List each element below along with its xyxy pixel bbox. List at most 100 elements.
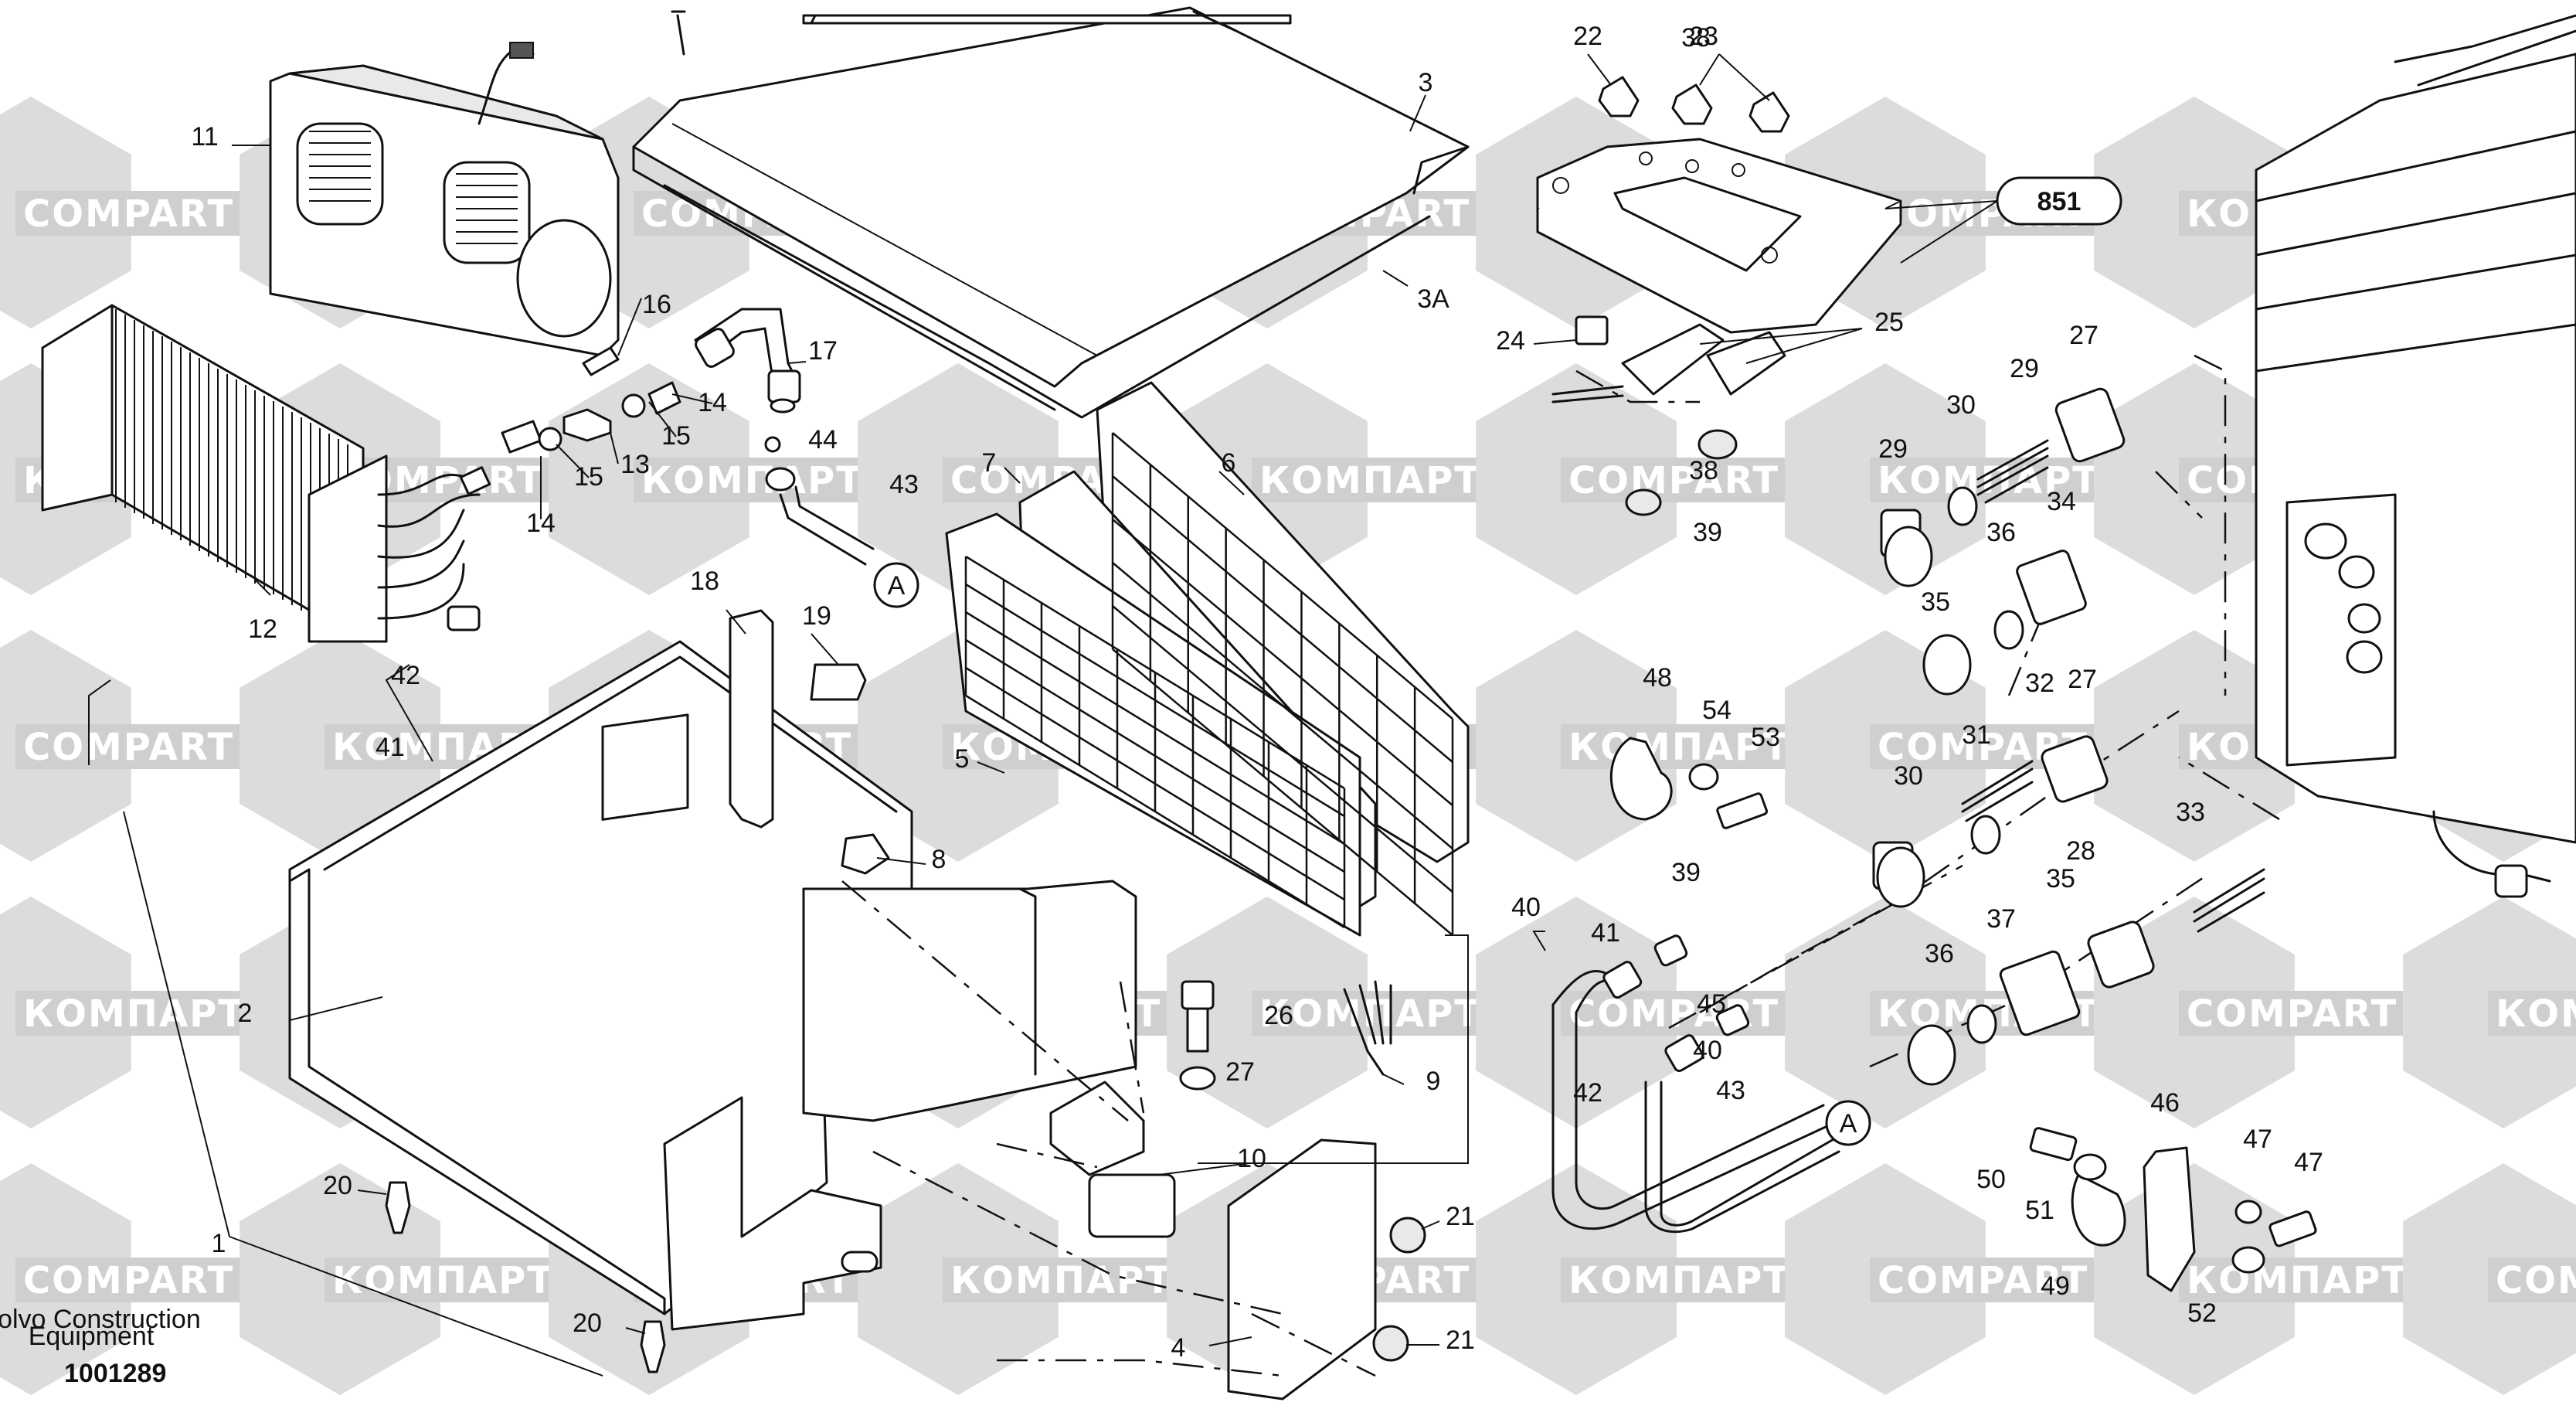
callout-number[interactable]: 27 (2068, 665, 2097, 694)
callout-number[interactable]: 29 (1878, 434, 1908, 464)
blower-unit (269, 42, 620, 357)
callout-number[interactable]: 41 (376, 733, 405, 762)
callout-number[interactable]: 3A (1417, 284, 1449, 314)
callout-number[interactable]: 50 (1976, 1165, 2006, 1194)
callout-number[interactable]: 4 (1171, 1333, 1186, 1363)
callout-number[interactable]: 40 (1693, 1036, 1722, 1065)
callout-number[interactable]: 40 (1511, 893, 1541, 922)
callout-number[interactable]: 24 (1496, 326, 1525, 356)
callout-number[interactable]: 19 (802, 601, 831, 631)
watermark-band (1870, 991, 2125, 1036)
callout-number[interactable]: 3 (1419, 68, 1433, 97)
callout-number[interactable]: 22 (1573, 22, 1602, 51)
callout-number[interactable]: 42 (391, 661, 420, 690)
callout-number[interactable]: 15 (574, 462, 603, 492)
watermark-band (1561, 1258, 1816, 1302)
callout-number[interactable]: 33 (2176, 798, 2205, 827)
callout-number[interactable]: 14 (526, 509, 556, 538)
callout-number[interactable]: 17 (808, 336, 838, 366)
callout-number[interactable]: 49 (2041, 1271, 2070, 1301)
callout-number[interactable]: 27 (2069, 321, 2099, 350)
drawing-number: 1001289 (64, 1359, 166, 1388)
callout-number[interactable]: 53 (1751, 723, 1780, 752)
callout-number[interactable]: 25 (1874, 308, 1904, 337)
filter-grid-line (1112, 475, 1453, 763)
watermark-text: COMPART (23, 726, 234, 769)
watermark-text: COMPART (1878, 1259, 2088, 1302)
callout-number[interactable]: 36 (1925, 939, 1954, 968)
callout-number[interactable]: 47 (2294, 1148, 2323, 1177)
callout-number[interactable]: 37 (1986, 904, 2016, 934)
callout-number[interactable]: 46 (2150, 1088, 2180, 1118)
callout-number[interactable]: 38 (1681, 23, 1711, 53)
callout-number[interactable]: 18 (690, 567, 719, 596)
callout-number[interactable]: 30 (1894, 761, 1923, 791)
brand-block: Volvo Construction Equipment 1001289 (0, 1305, 201, 1388)
callout-number[interactable]: 35 (1921, 587, 1950, 617)
callout-number[interactable]: 2 (238, 999, 253, 1028)
callout-number[interactable]: 48 (1643, 663, 1672, 693)
callout-number[interactable]: 10 (1237, 1144, 1266, 1173)
callout-number[interactable]: 26 (1264, 1001, 1293, 1030)
watermark-text: КОМПАРТ (332, 1259, 554, 1302)
reference-tag-851[interactable]: 851 (1996, 176, 2122, 226)
callout-number[interactable]: 28 (2066, 836, 2095, 866)
filter-grid (964, 432, 1454, 936)
callout-number[interactable]: 42 (1573, 1078, 1602, 1108)
exploded-view: 851 (0, 6, 2576, 1400)
callout-number[interactable]: 44 (808, 425, 838, 454)
callout-number[interactable]: 41 (1591, 918, 1620, 948)
callout-number[interactable]: 1 (212, 1229, 226, 1258)
callout-number[interactable]: 36 (1986, 518, 2016, 547)
watermark-text: COMPART (1568, 459, 1779, 502)
callout-number[interactable]: 30 (1946, 390, 1976, 420)
callout-number[interactable]: 6 (1222, 448, 1236, 478)
callout-number[interactable]: 47 (2243, 1125, 2272, 1154)
engine-block (2255, 14, 2576, 898)
callout-number[interactable]: 54 (1702, 696, 1731, 725)
filter-grid-line (965, 611, 1345, 846)
callout-number[interactable]: 35 (2046, 864, 2075, 893)
callout-number[interactable]: 45 (1697, 989, 1726, 1019)
callout-number[interactable]: 34 (2047, 487, 2076, 516)
callout-number[interactable]: 11 (191, 122, 218, 151)
callout-number[interactable]: 9 (1426, 1067, 1441, 1096)
callout-number[interactable]: 32 (2025, 669, 2054, 698)
callout-number[interactable]: 8 (932, 845, 946, 874)
watermark-text: КОМПАРТ (1259, 992, 1481, 1036)
callout-number[interactable]: 14 (698, 388, 727, 417)
callout-number[interactable]: 5 (955, 744, 970, 774)
watermark-text: КОМПАРТ (641, 459, 863, 502)
callout-number[interactable]: 43 (1716, 1076, 1745, 1105)
maker-name-line2: Equipment (29, 1322, 155, 1351)
callout-number[interactable]: 29 (2010, 354, 2039, 383)
callout-number[interactable]: 13 (620, 450, 650, 479)
callout-number[interactable]: 39 (1693, 518, 1722, 547)
callout-number[interactable]: 43 (889, 470, 919, 499)
callout-number[interactable]: 7 (982, 448, 997, 478)
callout-number[interactable]: 16 (642, 290, 671, 319)
callout-number[interactable]: 20 (573, 1309, 602, 1338)
callout-number[interactable]: 38 (1689, 456, 1718, 485)
callout-number[interactable]: 51 (2025, 1196, 2054, 1225)
callout-number[interactable]: 21 (1446, 1202, 1475, 1231)
callout-number[interactable]: 12 (248, 614, 277, 644)
callout-number[interactable]: 23 (1689, 22, 1718, 51)
fittings-small (501, 346, 781, 454)
callout-number[interactable]: 31 (1962, 720, 1991, 750)
watermark-band (634, 458, 889, 502)
callout-number[interactable]: 21 (1446, 1326, 1475, 1355)
watermark-text: КОМПАРТ (1568, 726, 1790, 769)
hose-assembly-lower (1551, 934, 1840, 1234)
callout-number[interactable]: 52 (2187, 1298, 2217, 1328)
watermark-text: КОМПАРТ (2187, 1259, 2408, 1302)
callout-number[interactable]: 15 (661, 421, 691, 451)
watermark-text: КОМПАРТ (950, 1259, 1172, 1302)
watermark-band (2179, 991, 2434, 1036)
callout-number[interactable]: 20 (323, 1171, 352, 1200)
callout-number[interactable]: 27 (1225, 1057, 1255, 1087)
callout-number[interactable]: 39 (1671, 858, 1701, 887)
watermark-text: КОМПАРТ (2496, 992, 2576, 1036)
filter-grid-line (1112, 562, 1453, 849)
